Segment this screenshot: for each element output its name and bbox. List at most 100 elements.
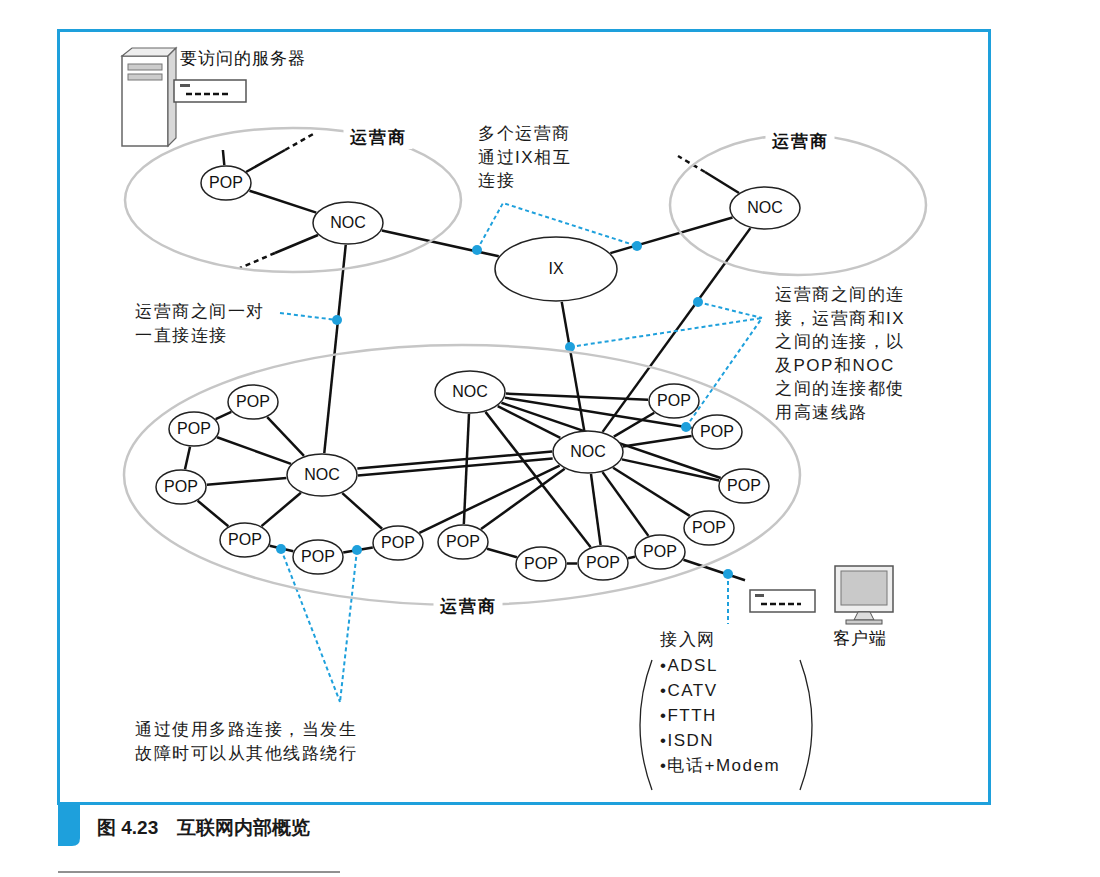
leader-dot [276,544,286,554]
pop-node: POP [437,524,489,560]
node-label: NOC [570,442,606,462]
node-ellipse [373,526,423,560]
pop-node: POP [372,525,424,561]
leader-dot [693,297,703,307]
node-ellipse [692,415,742,449]
node-ellipse [438,525,488,559]
noc-node: NOC [312,201,384,245]
connector-line [324,245,345,453]
ix-node: IX [494,236,618,302]
server-tower [122,48,176,56]
node-ellipse [201,166,251,200]
node-outline [125,128,461,272]
pop-node: POP [200,165,252,201]
region-outline [124,345,800,605]
monitor-base [846,620,882,624]
noc-node: NOC [286,453,358,497]
node-label: POP [657,391,691,411]
access-item: •FTTH [660,704,717,728]
monitor-stand [854,612,874,620]
node-label: POP [236,392,270,412]
node-ellipse [220,523,270,557]
link-stub [285,133,315,150]
connector-line [249,191,316,213]
leader-dot [681,422,691,432]
node-ellipse [553,431,623,473]
node-ellipse [313,202,383,244]
connector-line [216,412,232,419]
node-label: POP [228,530,262,550]
connector-line [487,549,517,557]
node-ellipse [684,511,734,545]
pop-node: POP [577,545,629,581]
node-ellipse [578,546,628,580]
connector-line [567,562,577,565]
connector-line [610,217,732,253]
node-ellipse [293,540,343,574]
node-label: POP [177,419,211,439]
drive-bay [128,74,162,80]
node-label: POP [446,532,480,552]
connector-line [207,478,287,485]
connector-line [622,459,719,480]
carrier-region: 运营商POPNOC [125,128,461,272]
callout-note: 通过使用多路连接，当发生故障时可以从其他线路绕行 [135,718,365,765]
monitor [835,566,893,612]
leader-dot [632,241,642,251]
callout-note: 运营商之间的连接，运营商和IX之间的连接，以及POP和NOC之间的连接都使用高速… [775,283,909,424]
pop-node: POP [683,510,735,546]
node-label: POP [209,173,243,193]
region-heading: 运营商 [434,596,503,618]
router-box [174,80,246,102]
node-ellipse [435,371,505,413]
modem-box [750,590,815,612]
pop-node: POP [691,414,743,450]
node-ellipse [730,187,800,229]
leader-dot [332,315,342,325]
access-item: •CATV [660,679,718,703]
client-icon: 客户端 [745,562,900,650]
node-ellipse [719,469,769,503]
node-label: POP [381,533,415,553]
region-heading: 运营商 [766,131,835,153]
node-ellipse [169,412,219,446]
pop-node: POP [634,534,686,570]
modem-ports [761,603,801,606]
bracket [640,660,652,790]
node-label: IX [548,259,563,279]
access-item: •电话+Modem [660,754,780,778]
leader-line [686,318,762,427]
node-label: NOC [304,465,340,485]
connector-line [614,413,654,437]
pop-node: POP [718,468,770,504]
node-ellipse [228,385,278,419]
modem-led [755,594,764,597]
pop-node: POP [219,522,271,558]
region-outline [670,135,926,275]
access-item: •ADSL [660,654,718,678]
connector-line [623,436,692,447]
drive-bay [128,64,162,70]
pop-node: POP [168,411,220,447]
caption-tab [58,803,80,846]
pop-node: POP [648,383,700,419]
connector-line [591,474,601,545]
carrier-region: 运营商NOC [670,135,926,275]
leader-line [698,302,762,318]
leader-dot [472,245,482,255]
callout-note: 多个运营商通过IX相互连接 [478,122,582,193]
node-label: POP [586,553,620,573]
link-stub [240,253,275,268]
noc-node: NOC [729,186,801,230]
connector-line [342,493,382,529]
node-ellipse [156,470,206,504]
noc-node: NOC [434,370,506,414]
node-label: POP [164,477,198,497]
pop-node: POP [155,469,207,505]
connector-line [602,472,648,536]
figure-caption: 图 4.23 互联网内部概览 [97,815,310,841]
link-stub [705,172,739,193]
connector-line [217,437,291,464]
leader-line [340,550,357,702]
pop-node: POP [515,546,567,582]
